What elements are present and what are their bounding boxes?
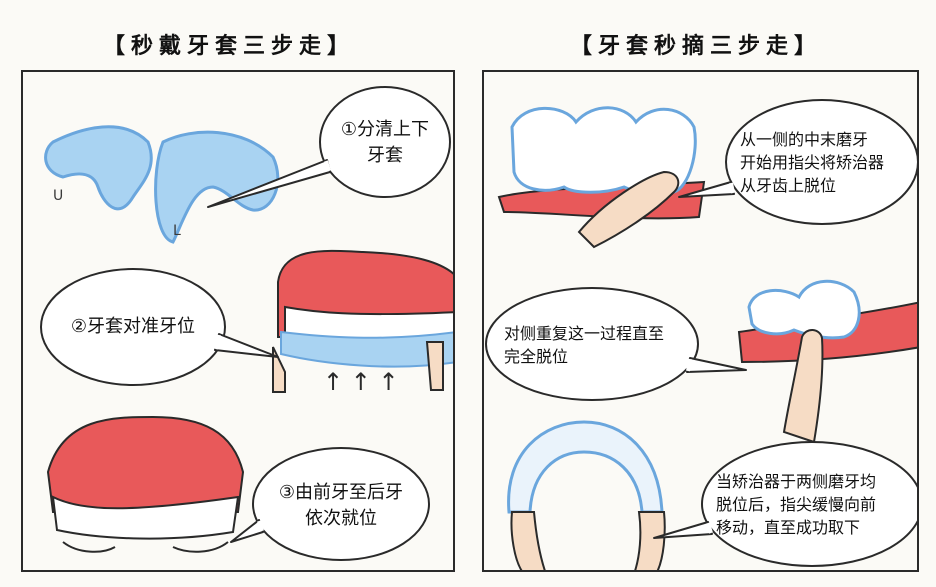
remove-step3-line-1: 当矫治器于两侧磨牙均 <box>716 472 877 491</box>
remove-step3-line-2: 脱位后，指尖缓慢向前 <box>716 495 877 514</box>
remove-step1-line-1: 从一侧的中末磨牙 <box>740 130 869 149</box>
speech-bubble-step3 <box>230 447 430 561</box>
remove-step3-line-3: 移动，直至成功取下 <box>716 518 861 537</box>
speech-bubble-remove1 <box>678 99 917 225</box>
up-arrows: ↑ ↑ ↑ <box>323 368 399 396</box>
upper-teeth-illustration <box>46 415 245 553</box>
opposite-molar-illustration <box>737 279 917 444</box>
step1-instruction: ①分清上下 牙套 <box>327 117 443 169</box>
left-panel-title: 【秒戴牙套三步走】 <box>103 34 356 59</box>
step3-line-1: ③由前牙至后牙 <box>278 482 404 503</box>
remove-step2-line-2: 完全脱位 <box>504 347 569 366</box>
upper-aligner-illustration: U <box>44 125 153 211</box>
upper-teeth-aligner-illustration: ↑ ↑ ↑ <box>272 249 453 396</box>
speech-bubble-step1 <box>207 86 451 208</box>
step1-line-2: 牙套 <box>367 145 403 166</box>
remove-step1-line-3: 从牙齿上脱位 <box>740 176 837 195</box>
speech-bubble-step2 <box>40 268 279 386</box>
left-panel-illustration: U L ↑ ↑ ↑ <box>40 86 453 561</box>
step3-line-2: 依次就位 <box>305 508 377 529</box>
remove-step1-line-2: 开始用指尖将矫治器 <box>740 153 885 172</box>
molar-removal-illustration <box>497 106 706 249</box>
remove-step3-instruction: 当矫治器于两侧磨牙均 脱位后，指尖缓慢向前 移动，直至成功取下 <box>716 470 876 539</box>
step2-line-1: ②牙套对准牙位 <box>70 316 196 337</box>
step3-instruction: ③由前牙至后牙 依次就位 <box>259 480 423 532</box>
speech-bubble-remove2 <box>485 287 747 401</box>
left-panel: U L ↑ ↑ ↑ <box>21 70 455 572</box>
remove-step2-instruction: 对侧重复这一过程直至 完全脱位 <box>504 322 664 368</box>
right-panel-title: 【牙套秒摘三步走】 <box>570 34 823 59</box>
remove-step2-line-1: 对侧重复这一过程直至 <box>504 324 665 343</box>
lower-aligner-illustration: L <box>154 130 280 244</box>
right-panel: 从一侧的中末磨牙 开始用指尖将矫治器 从牙齿上脱位 对侧重复这一过程直至 完全脱… <box>482 70 919 572</box>
step1-line-1: ①分清上下 <box>340 119 430 140</box>
step2-instruction: ②牙套对准牙位 <box>47 314 219 340</box>
speech-bubble-remove3 <box>653 441 917 567</box>
aligner-label-l: L <box>173 223 181 239</box>
right-panel-illustration <box>485 99 917 570</box>
full-aligner-illustration <box>507 420 666 570</box>
remove-step1-instruction: 从一侧的中末磨牙 开始用指尖将矫治器 从牙齿上脱位 <box>740 128 884 197</box>
aligner-label-u: U <box>53 188 63 204</box>
